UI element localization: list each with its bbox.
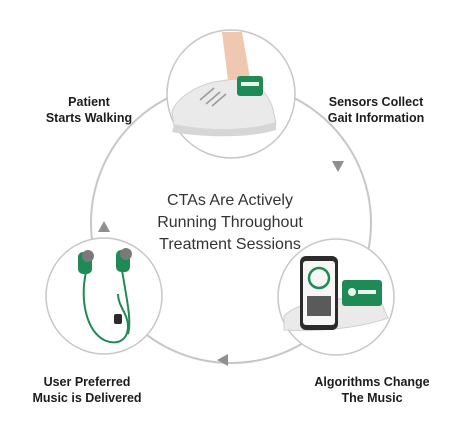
shoe-sensor-image (171, 32, 277, 137)
arrow-head-bottom (217, 354, 228, 366)
center-caption: CTAs Are Actively Running Throughout Tre… (130, 190, 330, 256)
phone-sensor-image (283, 256, 389, 331)
center-caption-line: Treatment Sessions (159, 236, 301, 253)
center-caption-line: Running Throughout (157, 214, 303, 231)
step-label-patient-starts-walking: Patient Starts Walking (45, 95, 133, 125)
node-right (277, 238, 395, 356)
arrow-head-left (98, 221, 110, 232)
step-label-algorithms-change: Algorithms Change The Music (314, 375, 430, 405)
node-left (45, 237, 163, 355)
step-label-sensors-collect: Sensors Collect Gait Information (327, 95, 425, 125)
arrow-head-right (332, 161, 344, 172)
step-label-user-preferred-music: User Preferred Music is Delivered (32, 375, 142, 405)
earphones-image (78, 248, 132, 344)
node-top (166, 29, 296, 159)
center-caption-line: CTAs Are Actively (167, 192, 293, 209)
